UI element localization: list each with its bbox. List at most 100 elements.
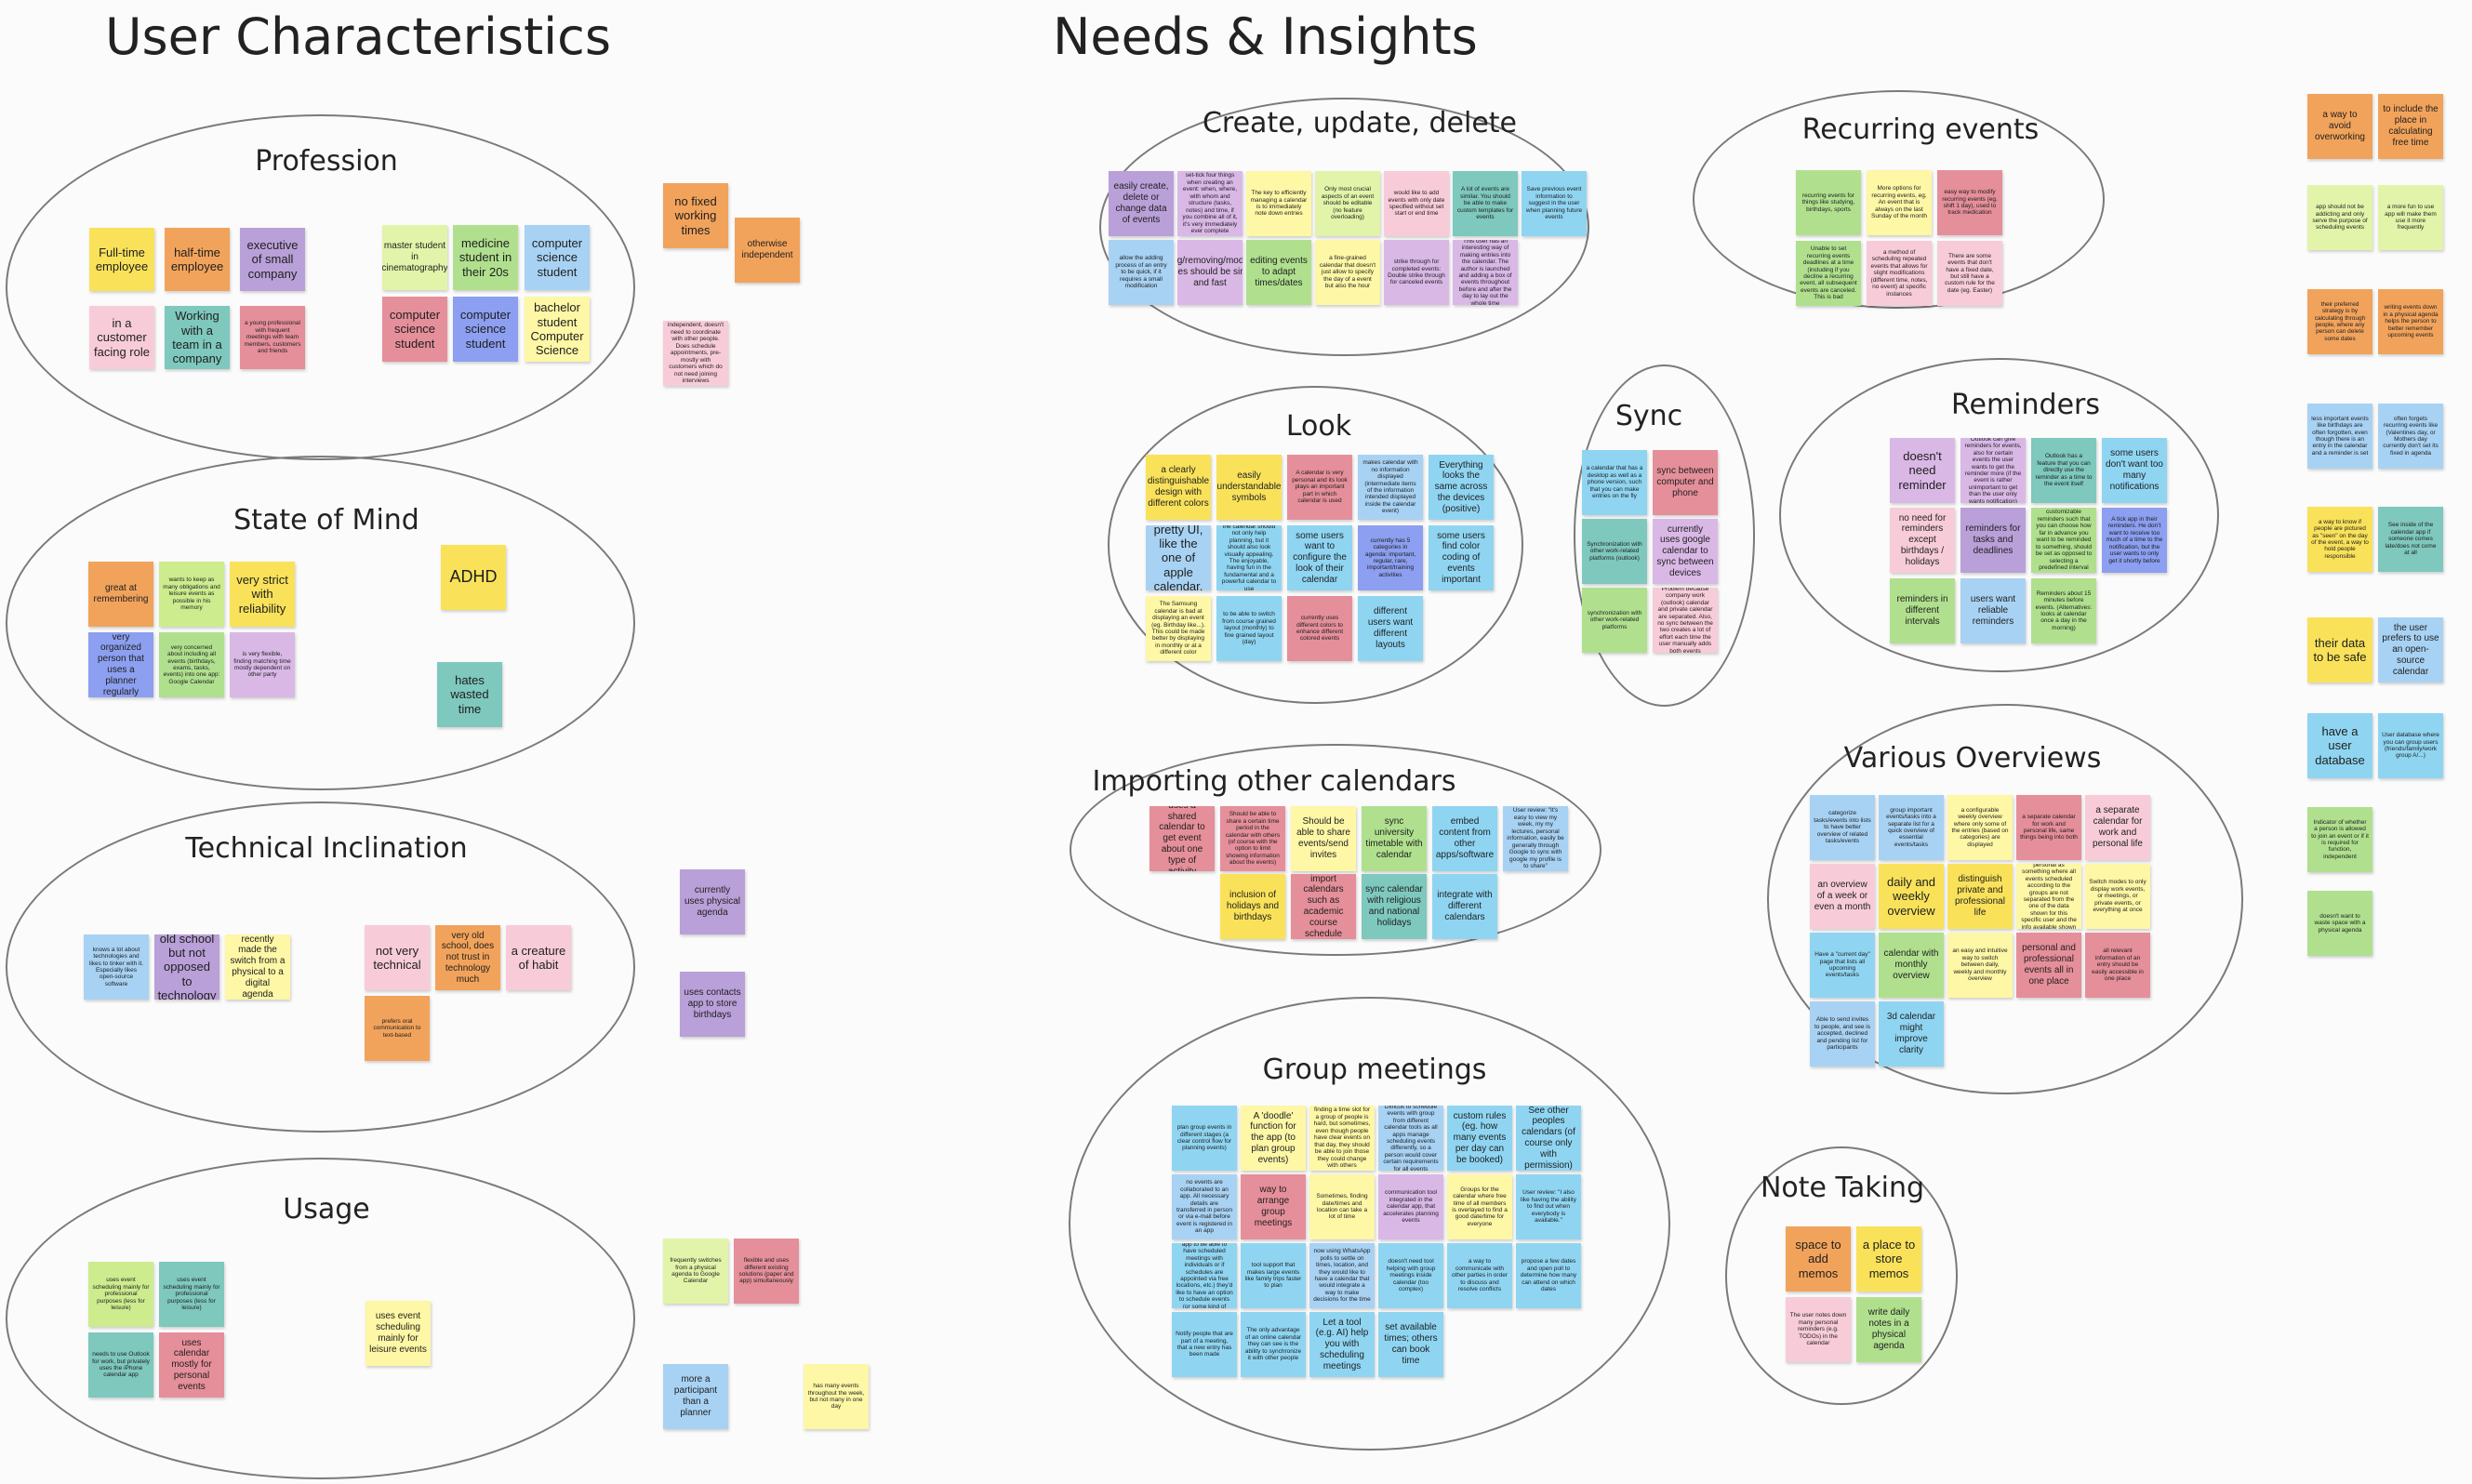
sticky-note[interactable]: uses contacts app to store birthdays — [680, 972, 745, 1037]
sticky-note[interactable]: wants to keep as many obligations and le… — [159, 562, 224, 627]
sticky-note[interactable]: a clearly distinguishable design with di… — [1146, 455, 1211, 520]
sticky-note[interactable]: in a customer facing role — [89, 306, 154, 369]
cluster-oval-importing[interactable] — [1070, 744, 1601, 956]
sticky-note[interactable]: Let a tool (e.g. AI) help you with sched… — [1309, 1312, 1375, 1377]
sticky-note[interactable]: finding a time slot for a group of peopl… — [1309, 1106, 1375, 1171]
sticky-note[interactable]: communication tool integrated in the cal… — [1378, 1174, 1443, 1239]
cluster-oval-notes[interactable] — [1725, 1146, 1958, 1405]
sticky-note[interactable]: Should be able to share a certain time p… — [1220, 806, 1285, 871]
sticky-note[interactable]: easily understandable symbols — [1216, 455, 1282, 520]
sticky-note[interactable]: Switch modes to only display work events… — [2085, 864, 2150, 929]
sticky-note[interactable]: currently uses physical agenda — [680, 869, 745, 934]
sticky-note[interactable]: Able to send invites to people, and see … — [1810, 1001, 1875, 1067]
sticky-note[interactable]: different users want different layouts — [1358, 596, 1423, 661]
sticky-note[interactable]: an easy and intuitive way to switch betw… — [1947, 933, 2013, 998]
sticky-note[interactable]: Save previous event information to sugge… — [1522, 171, 1587, 236]
sticky-note[interactable]: Problem because company work (outlook) c… — [1653, 588, 1718, 653]
sticky-note[interactable]: half-time employee — [165, 228, 230, 291]
cluster-oval-state-of-mind[interactable] — [6, 456, 635, 790]
sticky-note[interactable]: User database where you can group users … — [2378, 713, 2443, 778]
sticky-note[interactable]: a separate calendar for work and persona… — [2085, 795, 2150, 860]
sticky-note[interactable]: knows a lot about technologies and likes… — [84, 934, 149, 1000]
sticky-note[interactable]: doesn't need tool helping with group mee… — [1378, 1243, 1443, 1308]
sticky-note[interactable]: set-tick four things when creating an ev… — [1177, 171, 1243, 236]
sticky-note[interactable]: medicine student in their 20s — [453, 225, 518, 290]
sticky-note[interactable]: The do not want the app to be able to ha… — [1172, 1243, 1237, 1308]
sticky-note[interactable]: way to arrange group meetings — [1241, 1174, 1306, 1239]
cluster-oval-recurring[interactable] — [1693, 90, 2105, 309]
sticky-note[interactable]: The only advantage of an online calendar… — [1241, 1312, 1306, 1377]
sticky-note[interactable]: easy way to modify recurring events (eg.… — [1937, 170, 2002, 235]
sticky-note[interactable]: flexible and uses different existing sol… — [734, 1239, 799, 1304]
sticky-note[interactable]: Notify people that are part of a meeting… — [1172, 1312, 1237, 1377]
sticky-note[interactable]: customizable reminders such that you can… — [2031, 508, 2096, 573]
sticky-note[interactable]: some users want to configure the look of… — [1287, 525, 1352, 590]
sticky-note[interactable]: See inside of the calendar app if someon… — [2378, 507, 2443, 572]
sticky-note[interactable]: The key to efficiently managing a calend… — [1246, 171, 1311, 236]
sticky-note[interactable]: There could be the personal as something… — [2016, 864, 2081, 929]
sticky-note[interactable]: computer science student — [525, 225, 590, 290]
sticky-note[interactable]: have a user database — [2307, 713, 2372, 778]
sticky-note[interactable]: a method of scheduling repeated events t… — [1867, 241, 1932, 306]
sticky-note[interactable]: tool support that makes large events lik… — [1241, 1243, 1306, 1308]
sticky-note[interactable]: very strict with reliability — [230, 562, 295, 627]
sticky-note[interactable]: space to add memos — [1786, 1226, 1851, 1292]
sticky-note[interactable]: less important events like birthdays are… — [2307, 404, 2372, 469]
sticky-note[interactable]: often forgets recurring events like (Val… — [2378, 404, 2443, 469]
sticky-note[interactable]: group important events/tasks into a sepa… — [1879, 795, 1944, 860]
sticky-note[interactable]: reminders for tasks and deadlines — [1960, 508, 2026, 573]
sticky-note[interactable]: old school but not opposed to technology — [154, 934, 219, 1000]
sticky-note[interactable]: sync between computer and phone — [1653, 450, 1718, 515]
sticky-note[interactable]: Difficult to schedule events with group … — [1378, 1106, 1443, 1171]
sticky-note[interactable]: write daily notes in a physical agenda — [1856, 1297, 1921, 1362]
sticky-note[interactable]: independent, doesn't need to coordinate … — [663, 321, 728, 386]
sticky-note[interactable]: The Samsung calendar is bad at displayin… — [1146, 596, 1211, 661]
sticky-note[interactable]: an overview of a week or even a month — [1810, 864, 1875, 929]
cluster-oval-overviews[interactable] — [1767, 704, 2243, 1094]
sticky-note[interactable]: app should not be addicting and only ser… — [2307, 185, 2372, 250]
sticky-note[interactable]: Synchronization with other work-related … — [1582, 519, 1647, 584]
sticky-note[interactable]: not very technical — [365, 925, 430, 990]
sticky-note[interactable]: Should be able to share events/send invi… — [1291, 806, 1356, 871]
sticky-note[interactable]: inclusion of holidays and birthdays — [1220, 874, 1285, 939]
sticky-note[interactable]: very old school, does not trust in techn… — [435, 925, 500, 990]
sticky-note[interactable]: A calendar is very personal and its look… — [1287, 455, 1352, 520]
sticky-note[interactable]: makes calendar with no information displ… — [1358, 455, 1423, 520]
sticky-note[interactable]: sync calendar with religious and nationa… — [1362, 874, 1427, 939]
sticky-note[interactable]: computer science student — [382, 297, 447, 362]
sticky-note[interactable]: A tick app in their reminders. He don't … — [2102, 508, 2167, 573]
sticky-note[interactable]: executive of small company — [240, 228, 305, 291]
sticky-note[interactable]: propose a few dates and open poll to det… — [1516, 1243, 1581, 1308]
sticky-note[interactable]: Everything looks the same across the dev… — [1429, 455, 1494, 520]
sticky-note[interactable]: more a participant than a planner — [663, 1364, 728, 1429]
sticky-note[interactable]: embed content from other apps/software — [1432, 806, 1497, 871]
sticky-note[interactable]: is very flexible, finding matching time … — [230, 632, 295, 697]
sticky-note[interactable]: pretty UI, like the one of apple calenda… — [1146, 525, 1211, 590]
sticky-note[interactable]: to include the place in calculating free… — [2378, 94, 2443, 159]
cluster-oval-reminders[interactable] — [1779, 358, 2219, 672]
sticky-note[interactable]: editing events to adapt times/dates — [1246, 240, 1311, 305]
sticky-note[interactable]: adding/removing/modifying entries should… — [1177, 240, 1243, 305]
sticky-note[interactable]: recently made the switch from a physical… — [225, 934, 290, 1000]
sticky-note[interactable]: frequently switches from a physical agen… — [663, 1239, 728, 1304]
sticky-note[interactable]: uses event scheduling mainly for profess… — [159, 1262, 224, 1327]
sticky-note[interactable]: bachelor student Computer Science — [525, 297, 590, 362]
sticky-note[interactable]: integrate with different calendars — [1432, 874, 1497, 939]
sticky-note[interactable]: uses event scheduling mainly for profess… — [88, 1262, 153, 1327]
sticky-note[interactable]: synchronization with other work-related … — [1582, 588, 1647, 653]
sticky-note[interactable]: allow the adding process of an entry to … — [1109, 240, 1174, 305]
sticky-note[interactable]: See other peoples calendars (of course o… — [1516, 1106, 1581, 1171]
sticky-note[interactable]: very organized person that uses a planne… — [88, 632, 153, 697]
sticky-note[interactable]: a place to store memos — [1856, 1226, 1921, 1292]
sticky-note[interactable]: sync university timetable with calendar — [1362, 806, 1427, 871]
sticky-note[interactable]: hates wasted time — [437, 662, 502, 727]
sticky-note[interactable]: a creature of habit — [506, 925, 571, 990]
cluster-oval-group[interactable] — [1069, 997, 1670, 1451]
sticky-note[interactable]: no fixed working times — [663, 183, 728, 248]
sticky-note[interactable]: More options for recurring events, eg. A… — [1867, 170, 1932, 235]
sticky-note[interactable]: User review: "I also like having the abi… — [1516, 1174, 1581, 1239]
sticky-note[interactable]: a separate calendar for work and persona… — [2016, 795, 2081, 860]
sticky-note[interactable]: has many events throughout the week, but… — [804, 1364, 869, 1429]
sticky-note[interactable]: Outlook has a feature that you can direc… — [2031, 438, 2096, 503]
sticky-note[interactable]: needs to use Outlook for work, but priva… — [88, 1332, 153, 1398]
